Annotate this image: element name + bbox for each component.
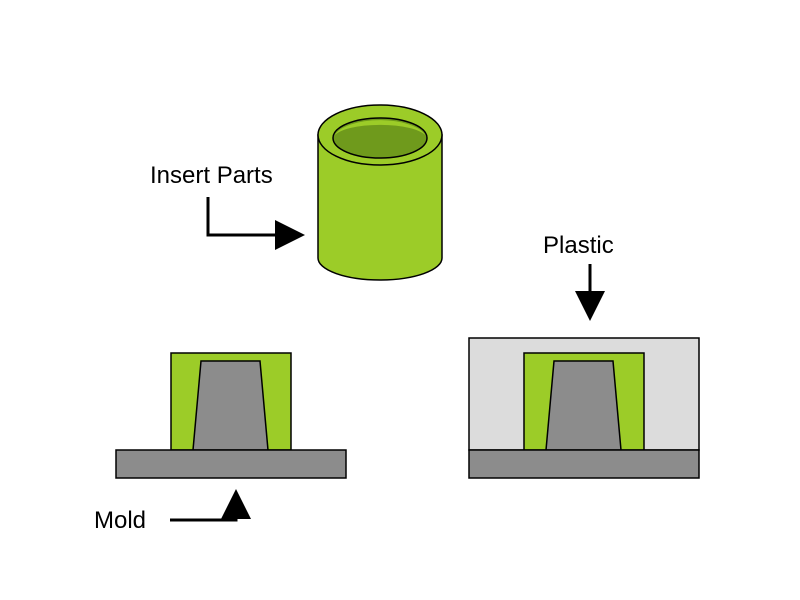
mold-core — [192, 360, 269, 451]
cylinder-top-inner — [332, 117, 428, 159]
overmolded-assembly — [468, 337, 700, 479]
mold-core-right — [545, 360, 622, 451]
plastic-label: Plastic — [543, 232, 614, 259]
mold-arrow — [170, 489, 251, 522]
insert-part-cylinder — [317, 104, 443, 281]
insert-parts-arrow — [206, 197, 305, 250]
mold-label: Mold — [94, 507, 146, 534]
cylinder-inner-wall — [334, 120, 426, 136]
insert-parts-label: Insert Parts — [150, 162, 273, 189]
mold-with-insert — [115, 352, 347, 479]
mold-base-right — [468, 449, 700, 479]
cylinder-body — [317, 134, 443, 281]
mold-base — [115, 449, 347, 479]
